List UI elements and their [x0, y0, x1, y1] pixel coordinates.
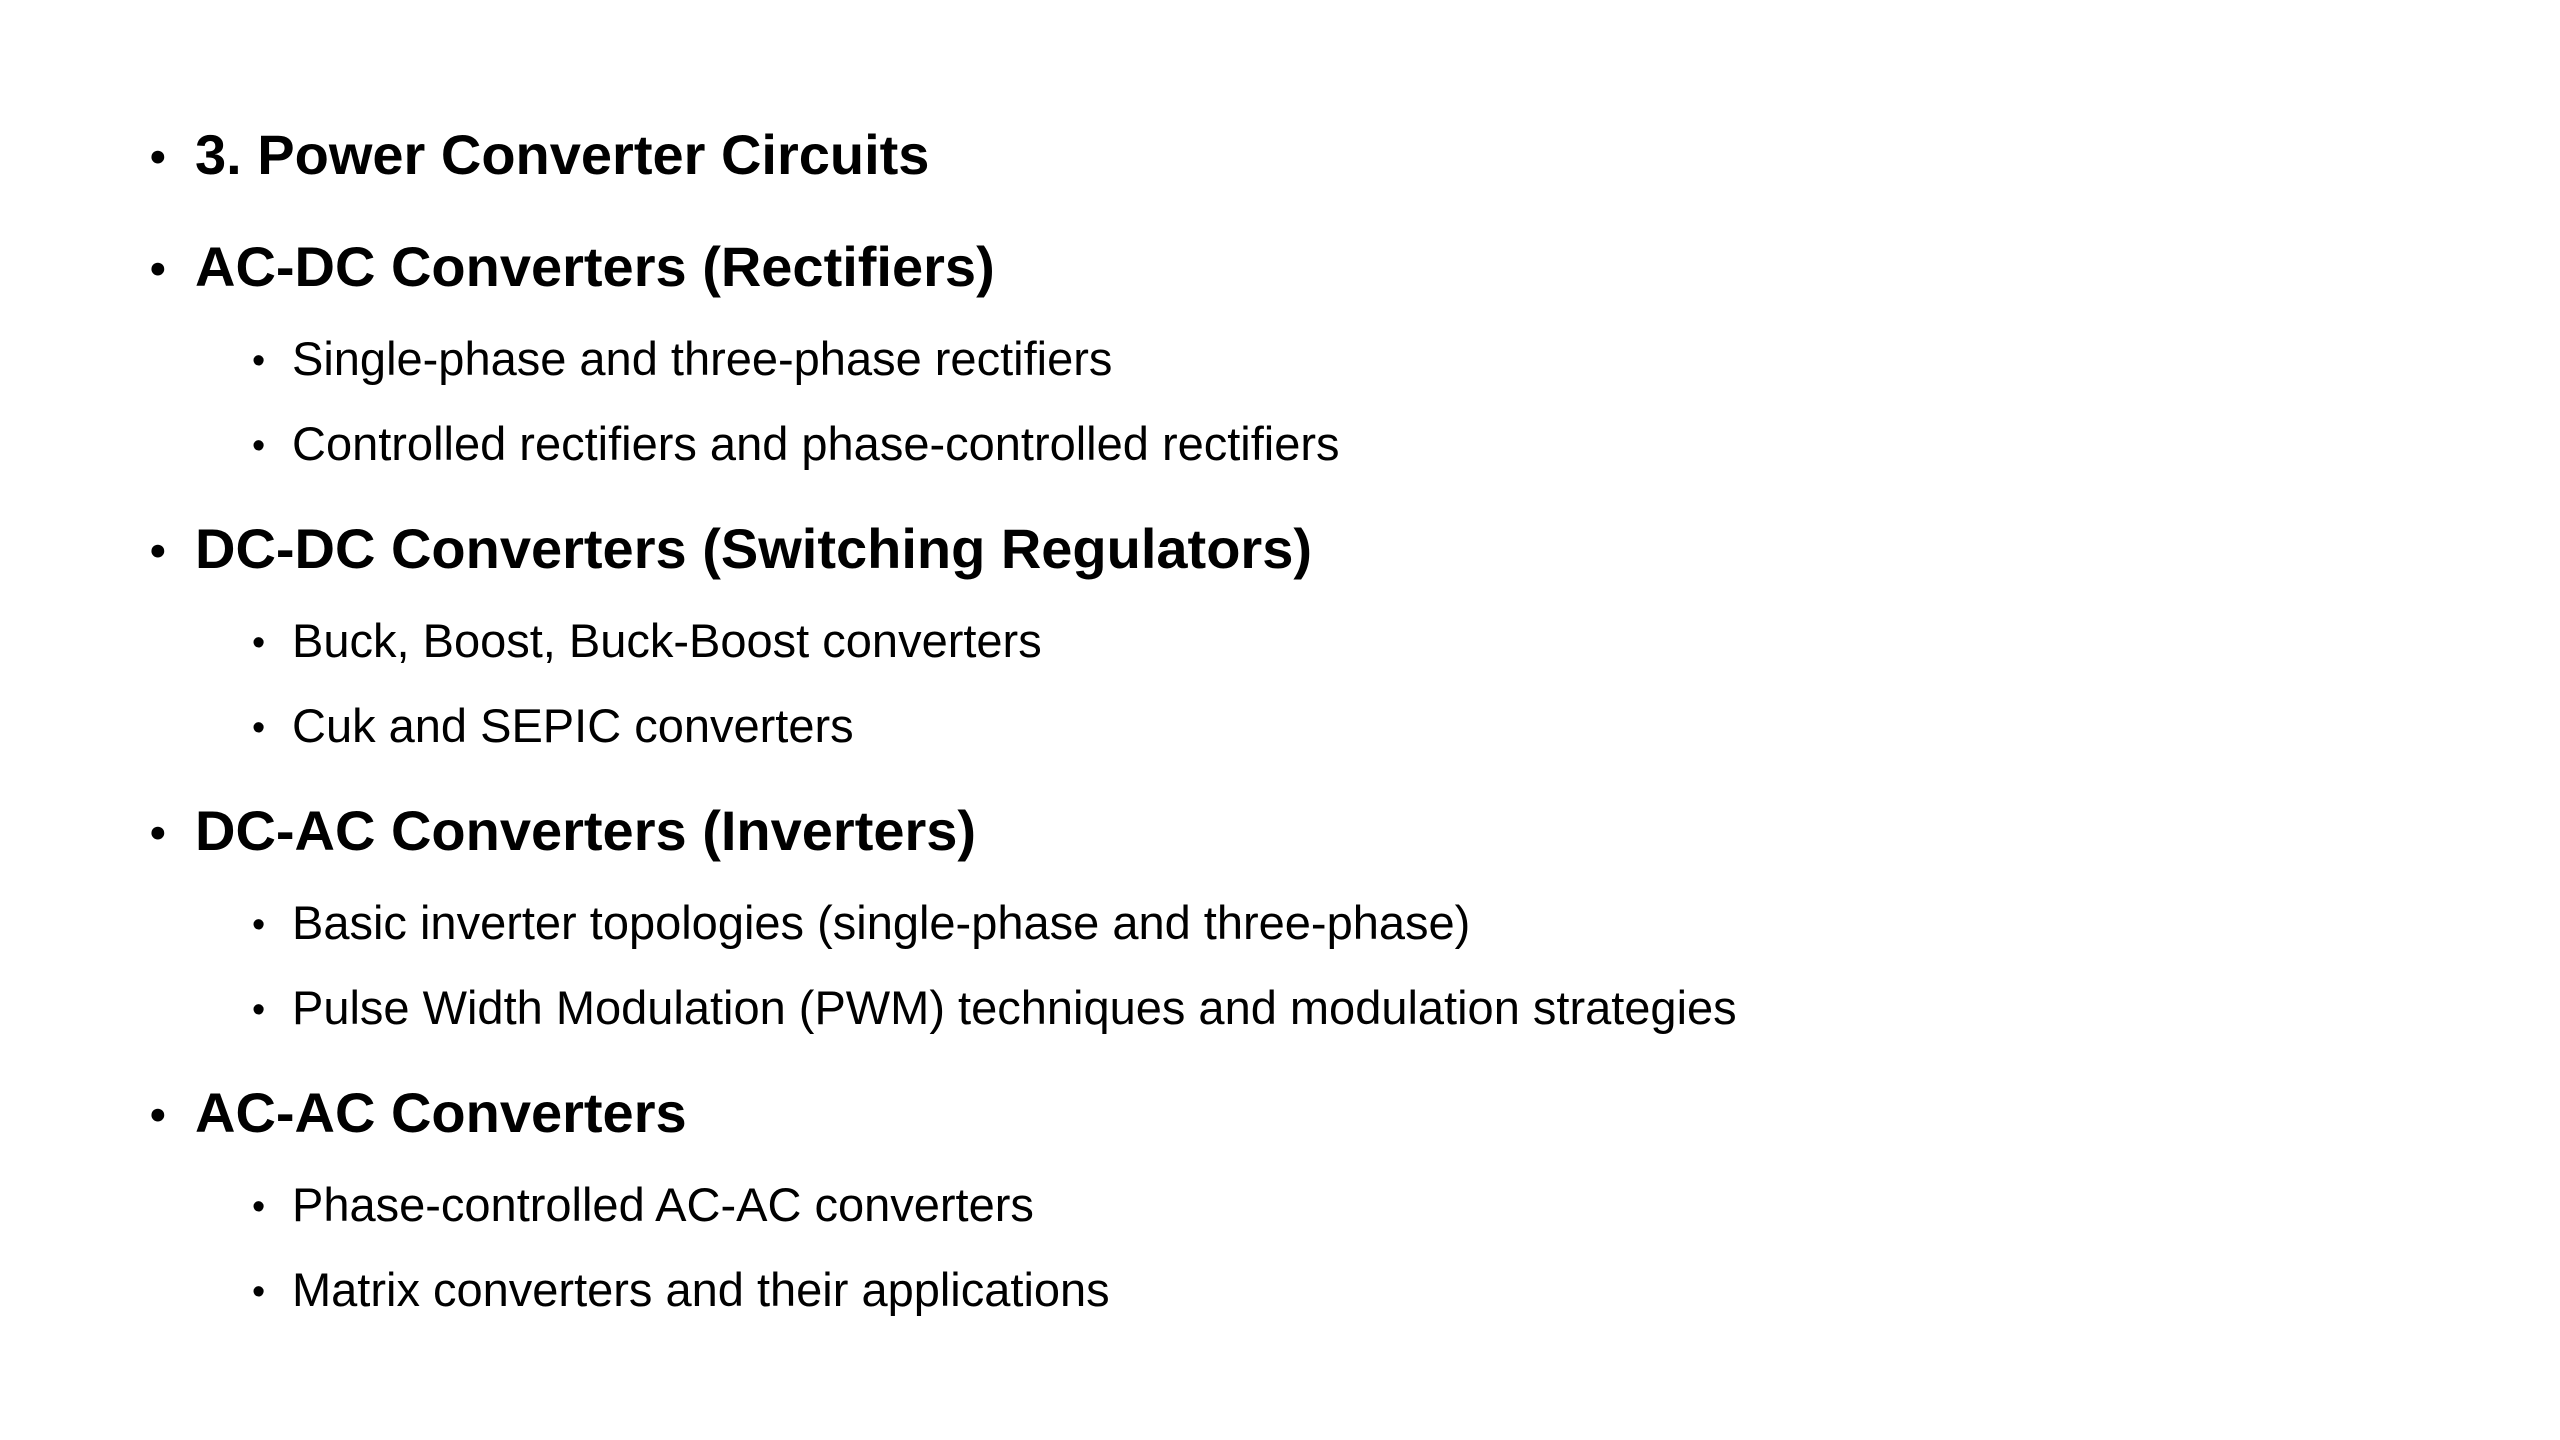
outline-item-text: Controlled rectifiers and phase-controll… — [292, 416, 1340, 470]
bullet-icon: • — [252, 338, 266, 381]
bullet-icon: • — [252, 1184, 266, 1227]
bullet-icon: • — [150, 243, 166, 294]
outline-subitem-matrix-converters: • Matrix converters and their application… — [0, 1248, 2560, 1333]
outline-item-text: Single-phase and three-phase rectifiers — [292, 331, 1113, 385]
outline-subitem-cuk-sepic-converters: • Cuk and SEPIC converters — [0, 684, 2560, 769]
outline-item-text: Phase-controlled AC-AC converters — [292, 1177, 1034, 1231]
outline-item-text: Matrix converters and their applications — [292, 1262, 1110, 1316]
bullet-icon: • — [252, 987, 266, 1030]
bullet-icon: • — [150, 131, 166, 182]
outline-subitem-buck-boost-converters: • Buck, Boost, Buck-Boost converters — [0, 599, 2560, 684]
outline-item-text: Cuk and SEPIC converters — [292, 698, 854, 752]
outline-item-ac-ac-converters: • AC-AC Converters — [0, 1065, 2560, 1163]
outline-item-text: DC-AC Converters (Inverters) — [195, 798, 977, 862]
outline-item-dc-dc-converters: • DC-DC Converters (Switching Regulators) — [0, 501, 2560, 599]
bullet-icon: • — [252, 705, 266, 748]
outline-item-text: Buck, Boost, Buck-Boost converters — [292, 613, 1042, 667]
outline-item-text: AC-DC Converters (Rectifiers) — [195, 234, 995, 298]
outline-item-dc-ac-converters: • DC-AC Converters (Inverters) — [0, 783, 2560, 881]
bullet-icon: • — [150, 525, 166, 576]
bullet-icon: • — [252, 902, 266, 945]
bullet-icon: • — [252, 423, 266, 466]
outline-item-text: 3. Power Converter Circuits — [195, 123, 930, 186]
bullet-icon: • — [150, 807, 166, 858]
outline-item-text: Pulse Width Modulation (PWM) techniques … — [292, 980, 1737, 1034]
outline-item-text: Basic inverter topologies (single-phase … — [292, 895, 1471, 949]
outline-item-power-converter-circuits: • 3. Power Converter Circuits — [0, 107, 2560, 205]
outline-item-text: AC-AC Converters — [195, 1080, 687, 1144]
bullet-icon: • — [252, 1269, 266, 1312]
bullet-icon: • — [252, 620, 266, 663]
outline-subitem-basic-inverter-topologies: • Basic inverter topologies (single-phase… — [0, 881, 2560, 966]
outline-subitem-controlled-rectifiers: • Controlled rectifiers and phase-control… — [0, 402, 2560, 487]
outline-item-ac-dc-converters: • AC-DC Converters (Rectifiers) — [0, 219, 2560, 317]
outline-subitem-pwm-techniques: • Pulse Width Modulation (PWM) techniques… — [0, 966, 2560, 1051]
outline-subitem-single-three-phase-rectifiers: • Single-phase and three-phase rectifiers — [0, 317, 2560, 402]
outline-item-text: DC-DC Converters (Switching Regulators) — [195, 516, 1312, 580]
bullet-icon: • — [150, 1089, 166, 1140]
outline-subitem-phase-controlled-ac-ac: • Phase-controlled AC-AC converters — [0, 1163, 2560, 1248]
